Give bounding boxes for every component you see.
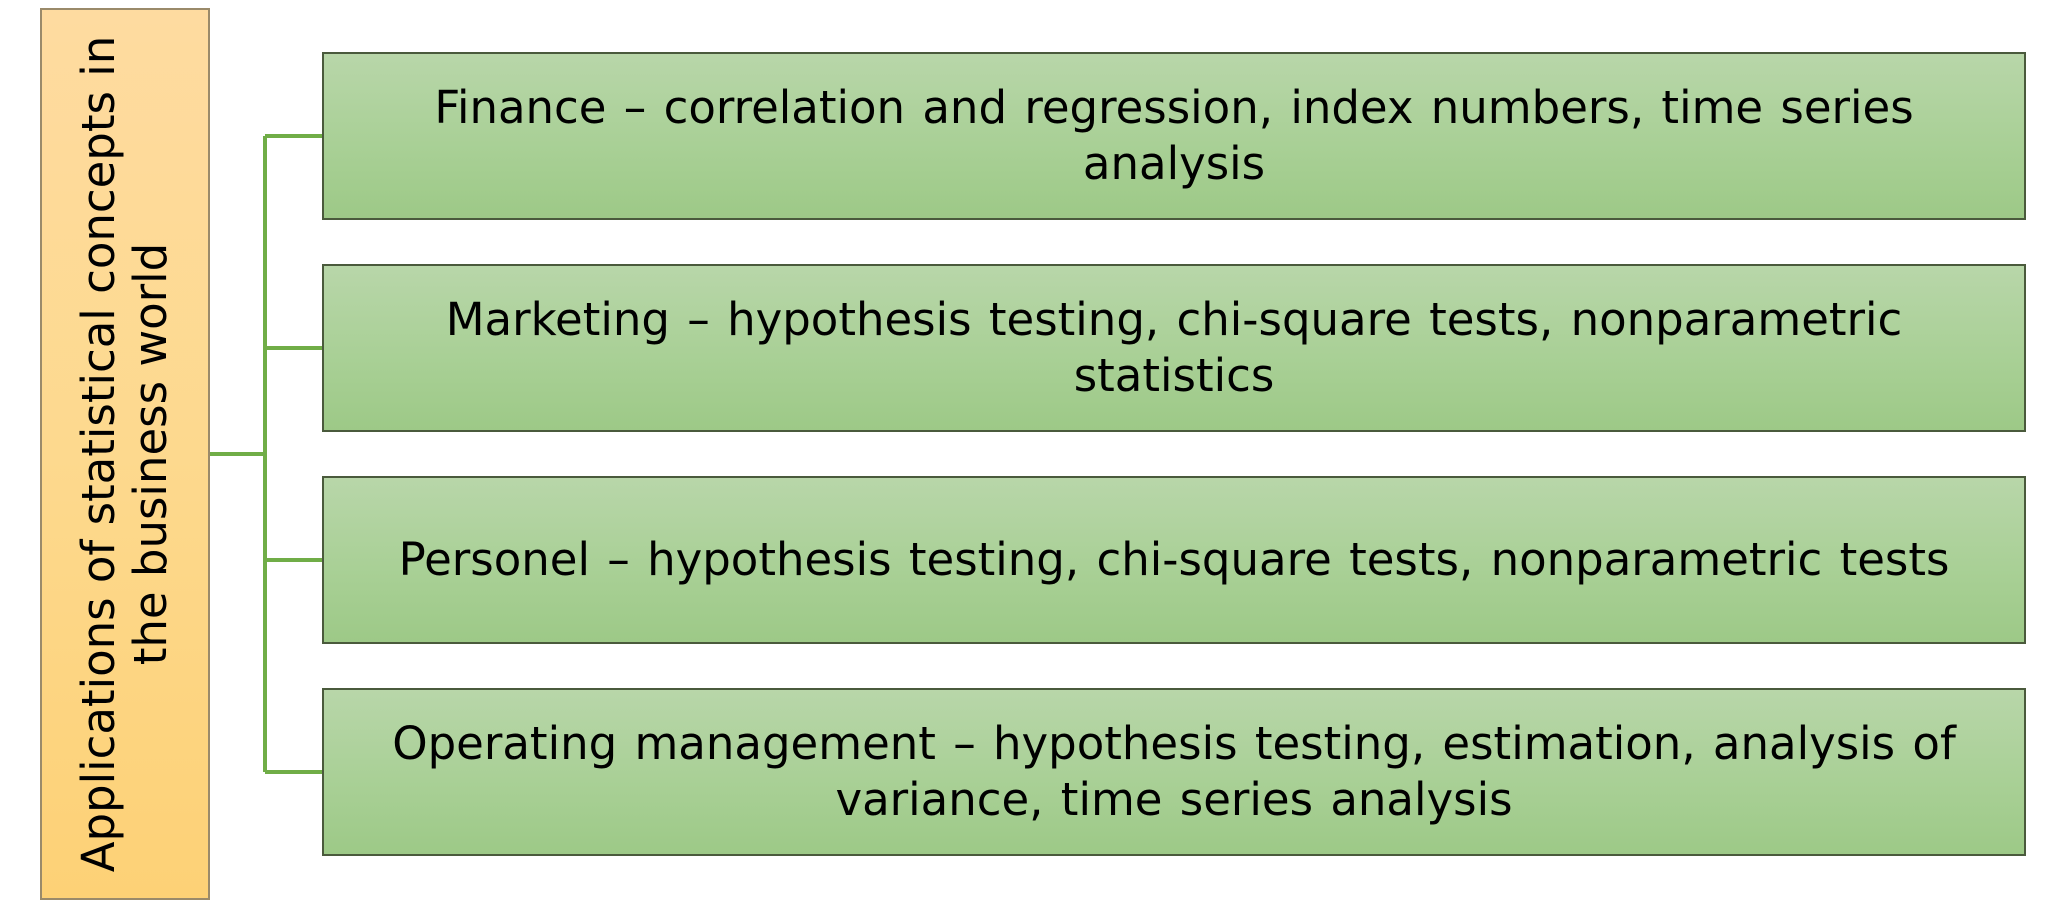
branch-label: Operating management – hypothesis testin… <box>392 717 1956 826</box>
branch-label: Personel – hypothesis testing, chi-squar… <box>398 533 1950 586</box>
branch-label: Finance – correlation and regression, in… <box>434 81 1914 190</box>
branch-personel: Personel – hypothesis testing, chi-squar… <box>322 476 2026 644</box>
root-node: Applications of statistical concepts in … <box>40 8 210 900</box>
branch-label: Marketing – hypothesis testing, chi-squa… <box>445 293 1903 402</box>
branch-finance: Finance – correlation and regression, in… <box>322 52 2026 220</box>
branch-marketing: Marketing – hypothesis testing, chi-squa… <box>322 264 2026 432</box>
branch-operating-management: Operating management – hypothesis testin… <box>322 688 2026 856</box>
